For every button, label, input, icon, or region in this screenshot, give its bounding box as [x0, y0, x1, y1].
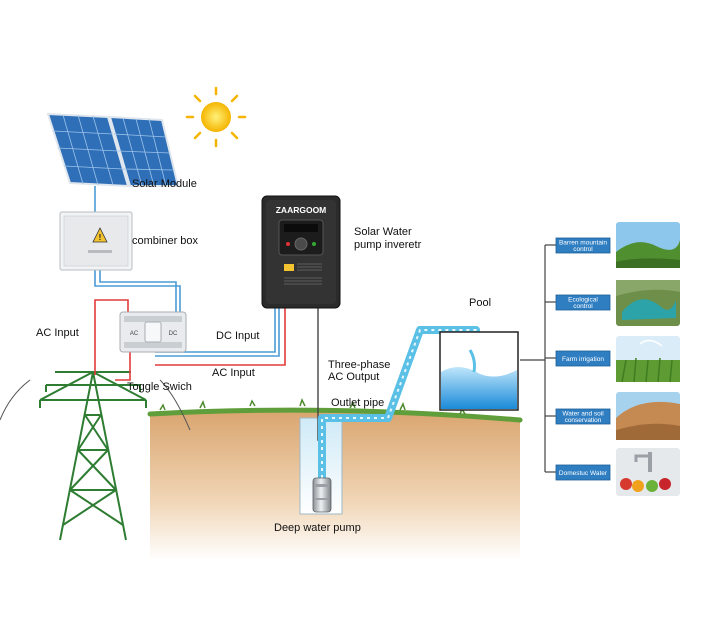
application-box: Domestuc Water [555, 464, 611, 481]
dc-input-label: DC Input [216, 330, 259, 342]
application-box-bg [555, 294, 611, 311]
inverter-brand: ZAARGOOM [276, 205, 327, 215]
pool-icon [439, 331, 519, 411]
app-image-farm-irrigation [616, 336, 680, 383]
toggle-switch-label: Toggle Swich [127, 381, 192, 393]
application-label-line1: Ecological [568, 297, 598, 304]
inverter-label-line1: Solar Water [354, 226, 412, 238]
application-box: Farm irrigation [555, 350, 611, 367]
three-phase-label-line2: AC Output [328, 371, 379, 383]
deep-water-pump-label: Deep water pump [274, 522, 361, 534]
ac-input-bottom-label: AC Input [212, 367, 255, 379]
deep-water-pump-icon [312, 477, 332, 513]
inverter-icon: ZAARGOOM [261, 195, 341, 309]
application-box-bg [555, 350, 611, 367]
ac-wires [94, 299, 286, 381]
solar-panel-icon [46, 112, 180, 188]
application-label-line2: control [573, 303, 593, 310]
outlet-pipe-label: Outlet pipe [331, 397, 384, 409]
application-label-line1: Domestuc Water [559, 470, 608, 477]
combiner-box-label: combiner box [132, 235, 199, 247]
app-image-domestic-water [616, 448, 680, 496]
toggle-switch-icon: AC DC [119, 311, 187, 353]
switch-ac-label: AC [130, 331, 139, 337]
app-image-barren-mountain [616, 222, 680, 268]
ac-input-left-label: AC Input [36, 327, 79, 339]
application-label-line2: control [573, 246, 593, 253]
sun-icon [185, 86, 247, 148]
combiner-box-icon: ! [59, 211, 133, 271]
switch-dc-label: DC [169, 331, 178, 337]
pool-label: Pool [469, 297, 491, 309]
transmission-tower-icon [0, 370, 191, 541]
application-box-bg [555, 408, 611, 425]
application-box-bg [555, 464, 611, 481]
application-label-line1: Water and soil [562, 411, 604, 418]
application-list: Barren mountaincontrolEcologicalcontrolF… [555, 237, 611, 481]
application-label-line1: Barren mountain [559, 240, 607, 247]
app-image-ecological [616, 280, 680, 326]
application-connector [520, 244, 556, 473]
application-label-line2: conservation [565, 417, 602, 424]
application-box-bg [555, 237, 611, 254]
dc-wires [94, 186, 280, 357]
three-phase-label-line1: Three-phase [328, 359, 390, 371]
inverter-label-line2: pump inveretr [354, 239, 422, 251]
solar-module-label: Solar Module [132, 178, 197, 190]
app-image-water-soil [616, 392, 680, 440]
application-label-line1: Farm irrigation [562, 356, 604, 363]
svg-text:!: ! [99, 233, 102, 242]
